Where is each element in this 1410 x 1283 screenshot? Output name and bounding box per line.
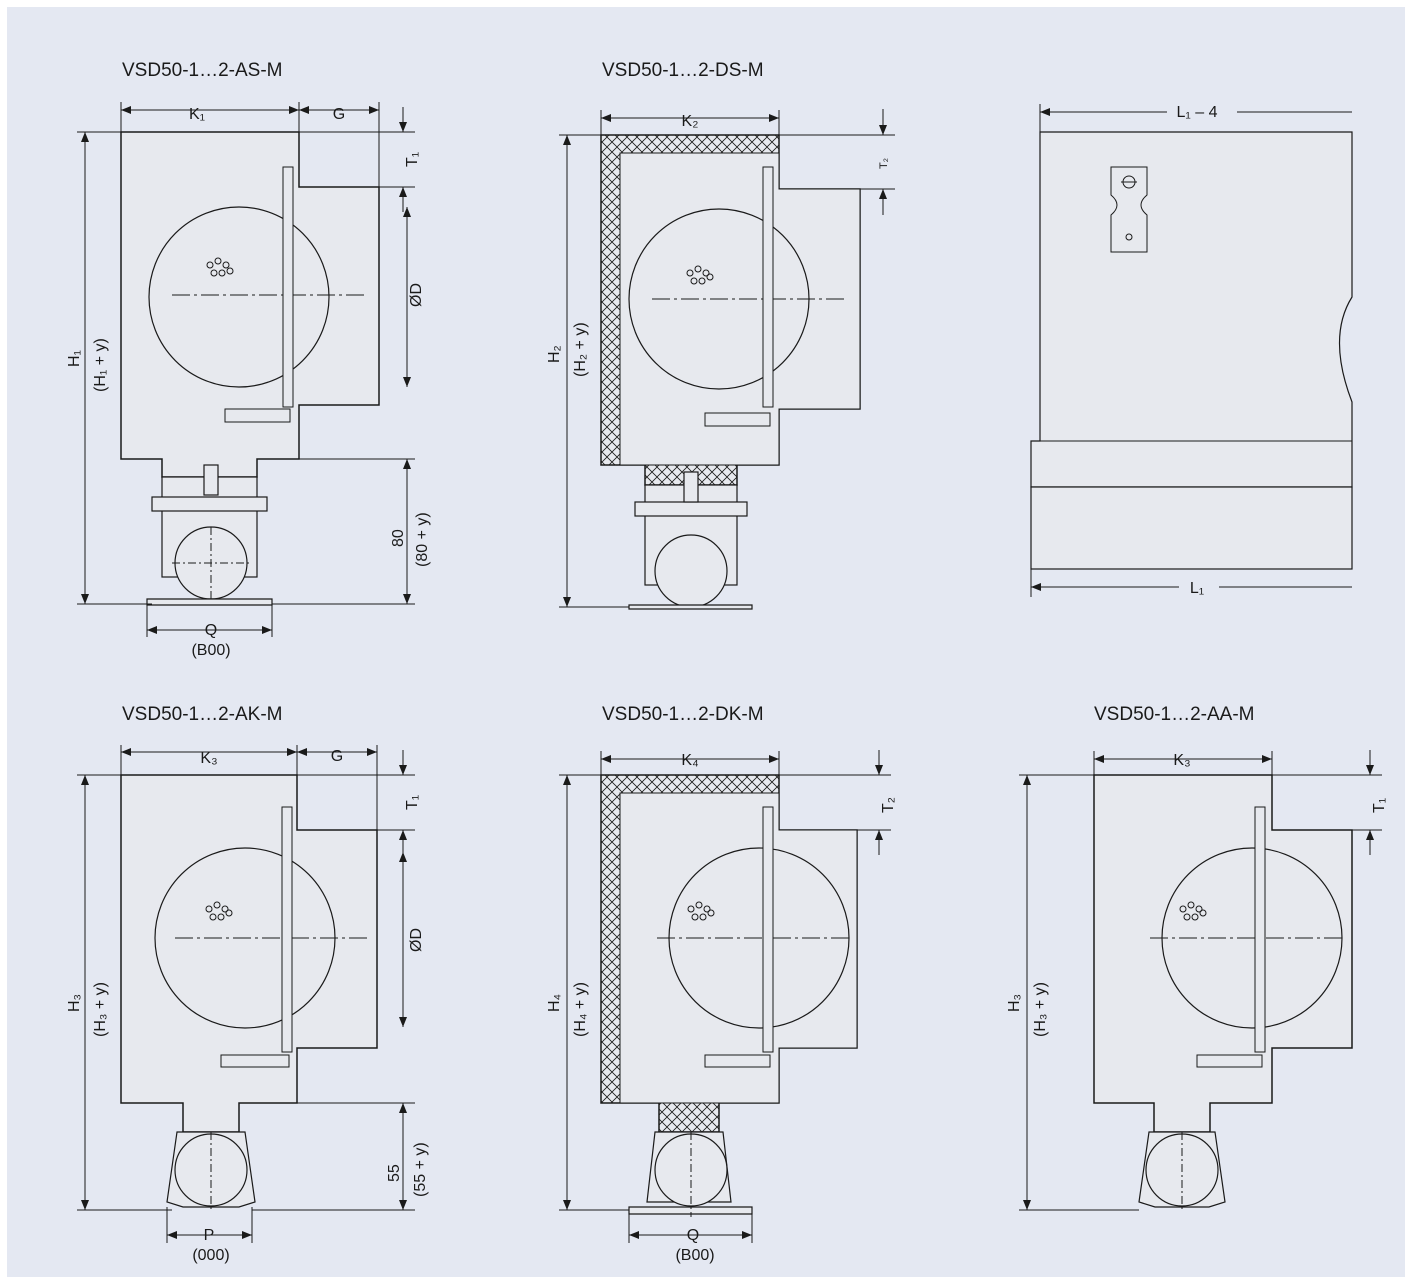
dim-height-alt: (H₂ + y) — [572, 322, 589, 377]
view-title: VSD50-1…2-AA-M — [1094, 704, 1255, 725]
dim-height: H₃ — [1006, 994, 1023, 1012]
dim-width: K₄ — [681, 752, 698, 769]
dim-extra: G — [333, 106, 345, 123]
vent-holes-icon — [205, 901, 233, 921]
damper-housing — [120, 774, 378, 1133]
dim-width: K₃ — [200, 750, 217, 767]
handle — [704, 1054, 771, 1068]
dim-bottom: 55 — [386, 1164, 403, 1182]
pipe-clamp — [146, 464, 273, 606]
shaft — [281, 806, 293, 1053]
view-aa-m: VSD50-1…2-AA-M K₃ H₃ (H₃ + y) T₁ — [1006, 704, 1388, 1212]
dim-bottom-alt: (80 + y) — [414, 512, 431, 567]
dim-width: K₂ — [682, 113, 699, 130]
damper-housing — [120, 131, 380, 478]
shaft — [762, 806, 774, 1053]
dim-bottom: 80 — [390, 529, 407, 547]
dim-base: Q — [687, 1227, 699, 1244]
vent-holes-icon — [1179, 901, 1207, 921]
mounting-plate-icon — [1110, 166, 1148, 253]
dim-base-code: (B00) — [675, 1247, 714, 1264]
dim-height: H₃ — [66, 994, 83, 1012]
dim-top: T₁ — [404, 795, 421, 810]
vent-holes-icon — [687, 901, 715, 921]
dim-height: H₄ — [546, 994, 563, 1012]
view-as-m: VSD50-1…2-AS-M — [66, 60, 431, 659]
dim-height: H₂ — [546, 345, 563, 363]
shaft — [762, 166, 774, 408]
side-base — [1030, 486, 1353, 570]
view-ak-m: VSD50-1…2-AK-M K₃ — [66, 704, 429, 1264]
view-ds-m: VSD50-1…2-DS-M K₂ H₂ (H₂ + y) — [546, 60, 895, 610]
view-side: L₁ – 4 L₁ — [1030, 101, 1353, 597]
dim-top: T₂ — [878, 158, 890, 169]
damper-blade-circle — [148, 206, 330, 388]
dim-top: T₂ — [880, 797, 897, 813]
technical-drawing: VSD50-1…2-AS-M — [66, 60, 1388, 1264]
dim-diameter: ØD — [408, 283, 425, 307]
damper-housing — [1093, 774, 1353, 1133]
dim-width: K₃ — [1173, 752, 1190, 769]
dim-top: T₁ — [1371, 798, 1388, 813]
dim-length-top: L₁ – 4 — [1177, 104, 1218, 121]
handle — [704, 412, 771, 427]
view-dk-m: VSD50-1…2-DK-M K₄ H₄ (H₄ — [546, 704, 897, 1264]
handle — [224, 408, 291, 423]
handle — [220, 1054, 290, 1068]
dim-height-alt: (H₃ + y) — [1032, 982, 1049, 1037]
dim-extra: G — [331, 748, 343, 765]
dim-height-alt: (H₁ + y) — [92, 338, 109, 392]
shaft — [282, 166, 294, 408]
view-title: VSD50-1…2-AS-M — [122, 60, 283, 81]
drawing-sheet: VSD50-1…2-AS-M — [7, 7, 1405, 1277]
vent-holes-icon — [206, 257, 234, 277]
dim-height: H₁ — [66, 350, 83, 367]
dim-bottom-alt: (55 + y) — [412, 1142, 429, 1197]
dim-top: T₁ — [404, 152, 421, 167]
dim-height-alt: (H₄ + y) — [572, 982, 589, 1037]
dim-base-code: (B00) — [191, 642, 230, 659]
vent-holes-icon — [686, 265, 714, 285]
shaft — [1254, 806, 1266, 1053]
view-title: VSD50-1…2-DK-M — [602, 704, 764, 725]
dim-base-code: (000) — [192, 1247, 229, 1264]
view-title: VSD50-1…2-DS-M — [602, 60, 764, 81]
handle — [1196, 1054, 1263, 1068]
dim-diameter: ØD — [408, 928, 425, 952]
dim-height-alt: (H₃ + y) — [92, 982, 109, 1037]
pipe-clamp — [628, 471, 753, 610]
dim-base: Q — [205, 622, 217, 639]
dim-width: K₁ — [189, 106, 205, 123]
dim-length: L₁ — [1190, 580, 1204, 597]
side-housing — [1030, 131, 1353, 488]
view-title: VSD50-1…2-AK-M — [122, 704, 283, 725]
dim-base: P — [204, 1227, 215, 1244]
